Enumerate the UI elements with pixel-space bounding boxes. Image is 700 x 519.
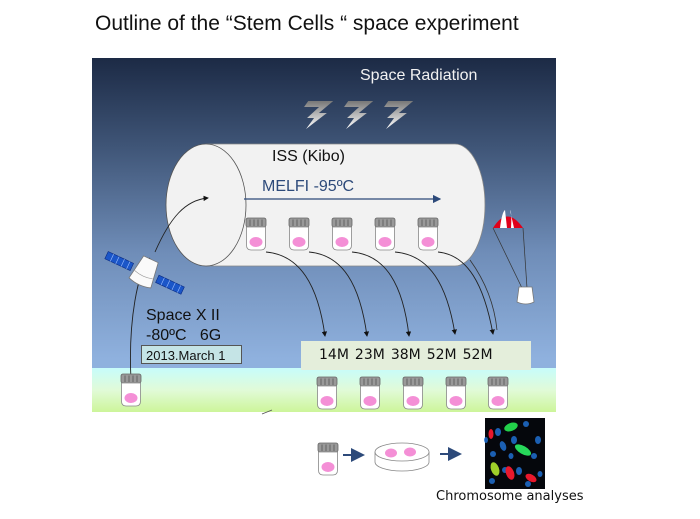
space-radiation-label: Space Radiation xyxy=(360,67,478,84)
parachute-capsule-icon xyxy=(492,210,535,305)
iss-module xyxy=(165,143,486,267)
duration-label: 52M xyxy=(426,347,457,363)
launch-vehicle-label: Space X II xyxy=(146,307,220,324)
culture-dish-icon xyxy=(374,442,430,472)
melfi-temperature-label: MELFI -95ºC xyxy=(262,178,355,195)
duration-label: 23M xyxy=(354,347,385,363)
chromosome-fish-image xyxy=(484,418,545,489)
launch-date-box: 2013.March 1 xyxy=(141,345,242,364)
launch-info: Space X II -80ºC 6G xyxy=(146,306,221,346)
launch-conditions-label: -80ºC 6G xyxy=(146,327,222,344)
spacex-dragon-icon xyxy=(104,251,185,295)
iss-kibo-label: ISS (Kibo) xyxy=(272,148,345,165)
page-title: Outline of the “Stem Cells “ space exper… xyxy=(95,12,519,35)
return-arrows xyxy=(265,251,495,337)
analysis-vial xyxy=(317,442,339,476)
storage-durations-box: 14M 23M 38M 52M 52M xyxy=(301,341,531,370)
duration-label: 14M xyxy=(319,347,349,363)
duration-label: 52M xyxy=(462,347,493,363)
ground-control-vial xyxy=(120,373,142,407)
descent-curve xyxy=(469,259,498,331)
radiation-bolt-icon xyxy=(304,101,334,129)
radiation-bolt-icon xyxy=(344,101,374,129)
radiation-bolt-icon xyxy=(384,101,414,129)
duration-label: 38M xyxy=(390,347,421,363)
chromosome-analyses-label: Chromosome analyses xyxy=(436,489,584,504)
returned-sample-vials xyxy=(316,376,509,410)
